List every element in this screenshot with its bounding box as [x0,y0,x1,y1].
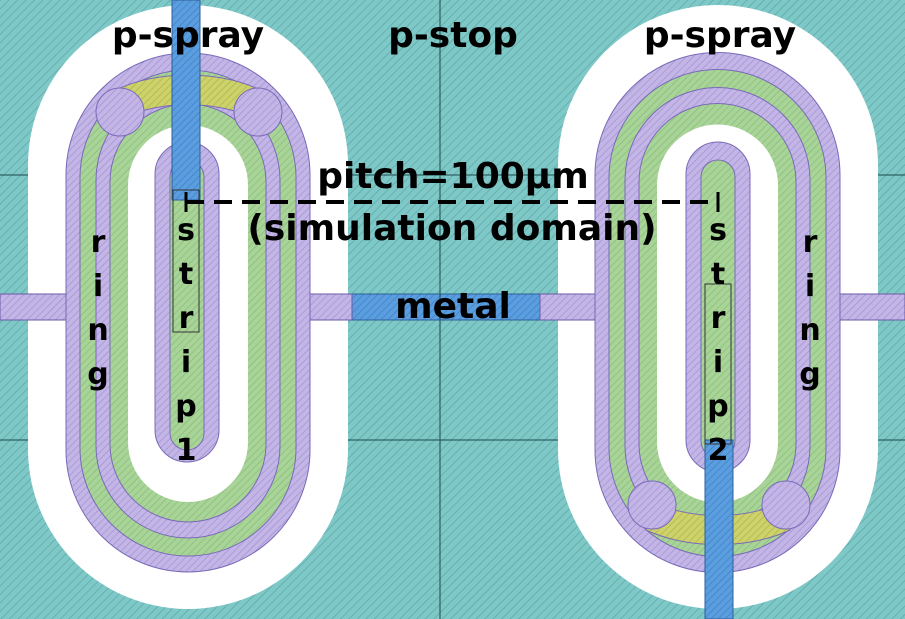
strip1-letter: r [179,301,194,336]
ring-right-cap-a [627,480,677,530]
strip2-letter: r [711,301,726,336]
label-pspray-left: p-spray [112,15,264,56]
strip1-letter: s [177,213,195,248]
ring-left-cap-b [233,87,283,137]
ring-left-cap-a [95,87,145,137]
label-pstop: p-stop [388,15,518,56]
strip2-contact [704,283,732,445]
strip2-metal [704,439,734,619]
strip2-letter: p [707,389,728,424]
left-structure [0,0,353,609]
right-structure [539,5,905,619]
ring-right-cap-b [761,480,811,530]
strip2-letter: i [713,345,723,380]
label-pitch: pitch=100µm [317,156,589,197]
strip1-letter: i [181,345,191,380]
ring-right-letter: r [803,225,818,260]
label-simulation-domain: (simulation domain) [247,208,656,249]
strip2-letter: 2 [708,433,729,468]
strip1-letter: t [179,257,193,292]
ring-right-letter: i [805,269,815,304]
ring-right-letter: g [799,357,820,392]
label-pspray-right: p-spray [644,15,796,56]
strip2-letter: s [709,213,727,248]
strip1-contact [172,189,200,333]
label-metal: metal [395,286,511,327]
strip1-letter: 1 [176,433,197,468]
ring-right-letter: n [799,313,820,348]
ring-left-letter: i [93,269,103,304]
ring-left-letter: g [87,357,108,392]
strip1-letter: p [175,389,196,424]
ring-left-letter: n [87,313,108,348]
strip2-letter: t [711,257,725,292]
ring-left-letter: r [91,225,106,260]
